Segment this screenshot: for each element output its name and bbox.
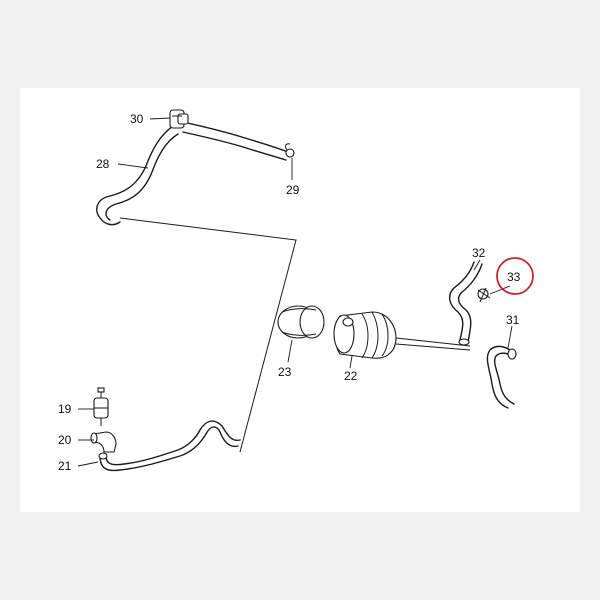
hose-28 <box>96 121 289 226</box>
highlighted-callout: 33 <box>496 257 534 295</box>
callout-30: 30 <box>130 112 144 126</box>
callout-21: 21 <box>58 459 72 473</box>
clamp-33 <box>477 287 491 303</box>
fitting-30 <box>169 109 189 129</box>
valve-19 <box>93 387 109 426</box>
callout-31: 31 <box>506 313 520 327</box>
highlight-ring <box>496 257 534 295</box>
hose-21 <box>98 420 241 472</box>
callout-29: 29 <box>286 183 300 197</box>
sleeve-23 <box>277 305 325 339</box>
callout-19: 19 <box>58 402 72 416</box>
leader-lines <box>77 117 513 467</box>
callout-23: 23 <box>278 365 292 379</box>
elbow-20 <box>90 431 117 453</box>
canister-22 <box>333 311 471 359</box>
callout-20: 20 <box>58 433 72 447</box>
callout-33: 33 <box>507 270 521 284</box>
hose-32 <box>448 261 483 346</box>
hose-31 <box>486 345 517 409</box>
callout-22: 22 <box>344 369 358 383</box>
callout-32: 32 <box>472 246 486 260</box>
callout-28: 28 <box>96 157 110 171</box>
clip-29 <box>285 143 295 158</box>
routing-outline <box>119 217 297 453</box>
